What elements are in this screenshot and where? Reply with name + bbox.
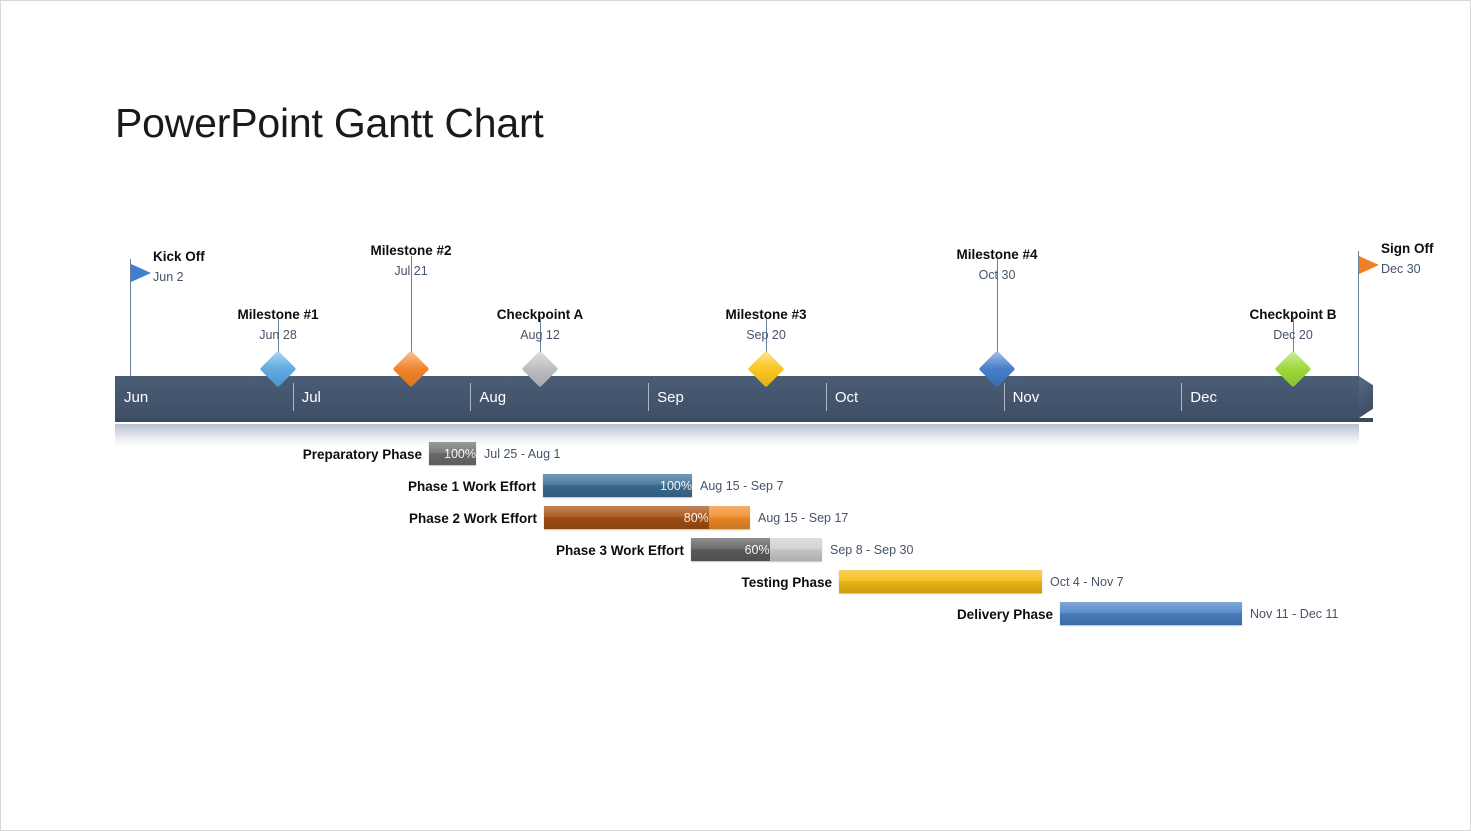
task-bar[interactable]: 80% [544, 506, 750, 529]
milestone-label: Milestone #4 [956, 247, 1038, 262]
milestone-date: Jun 28 [259, 328, 297, 342]
task-progress-fill [544, 506, 709, 529]
task-name: Phase 3 Work Effort [555, 542, 684, 558]
axis-month-separator [470, 383, 472, 411]
axis-base-shadow [115, 418, 1373, 422]
axis-month-separator [648, 383, 650, 411]
task-bar[interactable]: 60% [691, 538, 822, 561]
task-date-range: Oct 4 - Nov 7 [1050, 575, 1124, 589]
milestone-label: Milestone #1 [237, 307, 319, 322]
task-progress-fill [839, 570, 1042, 593]
milestone-date: Dec 30 [1381, 262, 1421, 276]
task-progress-fill [543, 474, 692, 497]
axis-month-sep: Sep [648, 376, 826, 418]
milestone-label: Checkpoint B [1249, 307, 1337, 322]
task-bar[interactable] [1060, 602, 1242, 625]
axis-month-oct: Oct [826, 376, 1004, 418]
axis-month-label: Oct [834, 388, 859, 406]
task-name: Testing Phase [741, 574, 832, 590]
axis-month-nov: Nov [1004, 376, 1182, 418]
task-date-range: Nov 11 - Dec 11 [1250, 607, 1339, 621]
milestone-leader-line [1358, 251, 1359, 376]
milestone-date: Oct 30 [978, 268, 1016, 282]
task-name: Delivery Phase [956, 606, 1053, 622]
milestone-leader-line [411, 256, 412, 356]
task-row[interactable]: Delivery Phase Nov 11 - Dec 11 [1, 602, 1471, 626]
milestone-date: Aug 12 [520, 328, 560, 342]
axis-month-label: Dec [1190, 388, 1217, 406]
axis-month-jun: Jun [115, 376, 293, 418]
milestone-leader-line [766, 319, 767, 356]
task-date-range: Aug 15 - Sep 17 [758, 511, 849, 525]
axis-month-separator [825, 383, 827, 411]
task-bar[interactable]: 100% [429, 442, 476, 465]
milestone-date: Sep 20 [746, 328, 786, 342]
task-row[interactable]: Phase 3 Work Effort 60% Sep 8 - Sep 30 [1, 538, 1471, 562]
task-bar[interactable] [839, 570, 1042, 593]
task-name: Phase 1 Work Effort [407, 478, 536, 494]
task-date-range: Jul 25 - Aug 1 [484, 447, 561, 461]
task-progress-fill [1060, 602, 1242, 625]
milestone-leader-line [130, 259, 131, 376]
axis-month-separator [292, 383, 294, 411]
milestone-date: Dec 20 [1273, 328, 1313, 342]
task-percent-label: 80% [683, 510, 709, 525]
task-percent-label: 100% [660, 478, 692, 493]
milestone-label: Milestone #2 [370, 243, 452, 258]
task-name: Phase 2 Work Effort [408, 510, 537, 526]
axis-end-cap [1359, 376, 1373, 418]
milestone-label: Kick Off [153, 249, 205, 264]
task-percent-label: 100% [444, 446, 476, 461]
task-progress-fill [429, 442, 476, 465]
axis-month-label: Jun [124, 388, 149, 406]
task-progress-fill [691, 538, 770, 561]
axis-month-jul: Jul [293, 376, 471, 418]
flag-icon [1359, 256, 1379, 274]
task-row[interactable]: Phase 2 Work Effort 80% Aug 15 - Sep 17 [1, 506, 1471, 530]
task-date-range: Sep 8 - Sep 30 [830, 543, 914, 557]
milestone-date: Jun 2 [153, 270, 184, 284]
timeline-axis: Jun Jul Aug Sep Oct Nov Dec [115, 376, 1373, 422]
task-bar[interactable]: 100% [543, 474, 692, 497]
task-row[interactable]: Testing Phase Oct 4 - Nov 7 [1, 570, 1471, 594]
axis-month-aug: Aug [470, 376, 648, 418]
milestone-label: Milestone #3 [725, 307, 807, 322]
milestone-label: Checkpoint A [496, 307, 584, 322]
task-date-range: Aug 15 - Sep 7 [700, 479, 784, 493]
milestone-leader-line [540, 319, 541, 356]
axis-month-separator [1003, 383, 1005, 411]
axis-month-dec: Dec [1181, 376, 1359, 418]
page-title: PowerPoint Gantt Chart [115, 100, 544, 146]
milestone-leader-line [997, 259, 998, 356]
task-row[interactable]: Phase 1 Work Effort 100% Aug 15 - Sep 7 [1, 474, 1471, 498]
milestone-date: Jul 21 [394, 264, 428, 278]
axis-month-label: Jul [301, 388, 321, 406]
milestone-label: Sign Off [1381, 241, 1434, 256]
axis-month-label: Nov [1012, 388, 1040, 406]
axis-month-label: Aug [479, 388, 507, 406]
task-name: Preparatory Phase [302, 446, 422, 462]
milestone-leader-line [278, 319, 279, 356]
flag-icon [131, 264, 151, 282]
axis-gradient-band [115, 424, 1359, 446]
milestone-leader-line [1293, 319, 1294, 356]
axis-month-separator [1181, 383, 1183, 411]
task-percent-label: 60% [744, 542, 770, 557]
task-row[interactable]: Preparatory Phase 100% Jul 25 - Aug 1 [1, 442, 1471, 466]
axis-month-label: Sep [657, 388, 684, 406]
